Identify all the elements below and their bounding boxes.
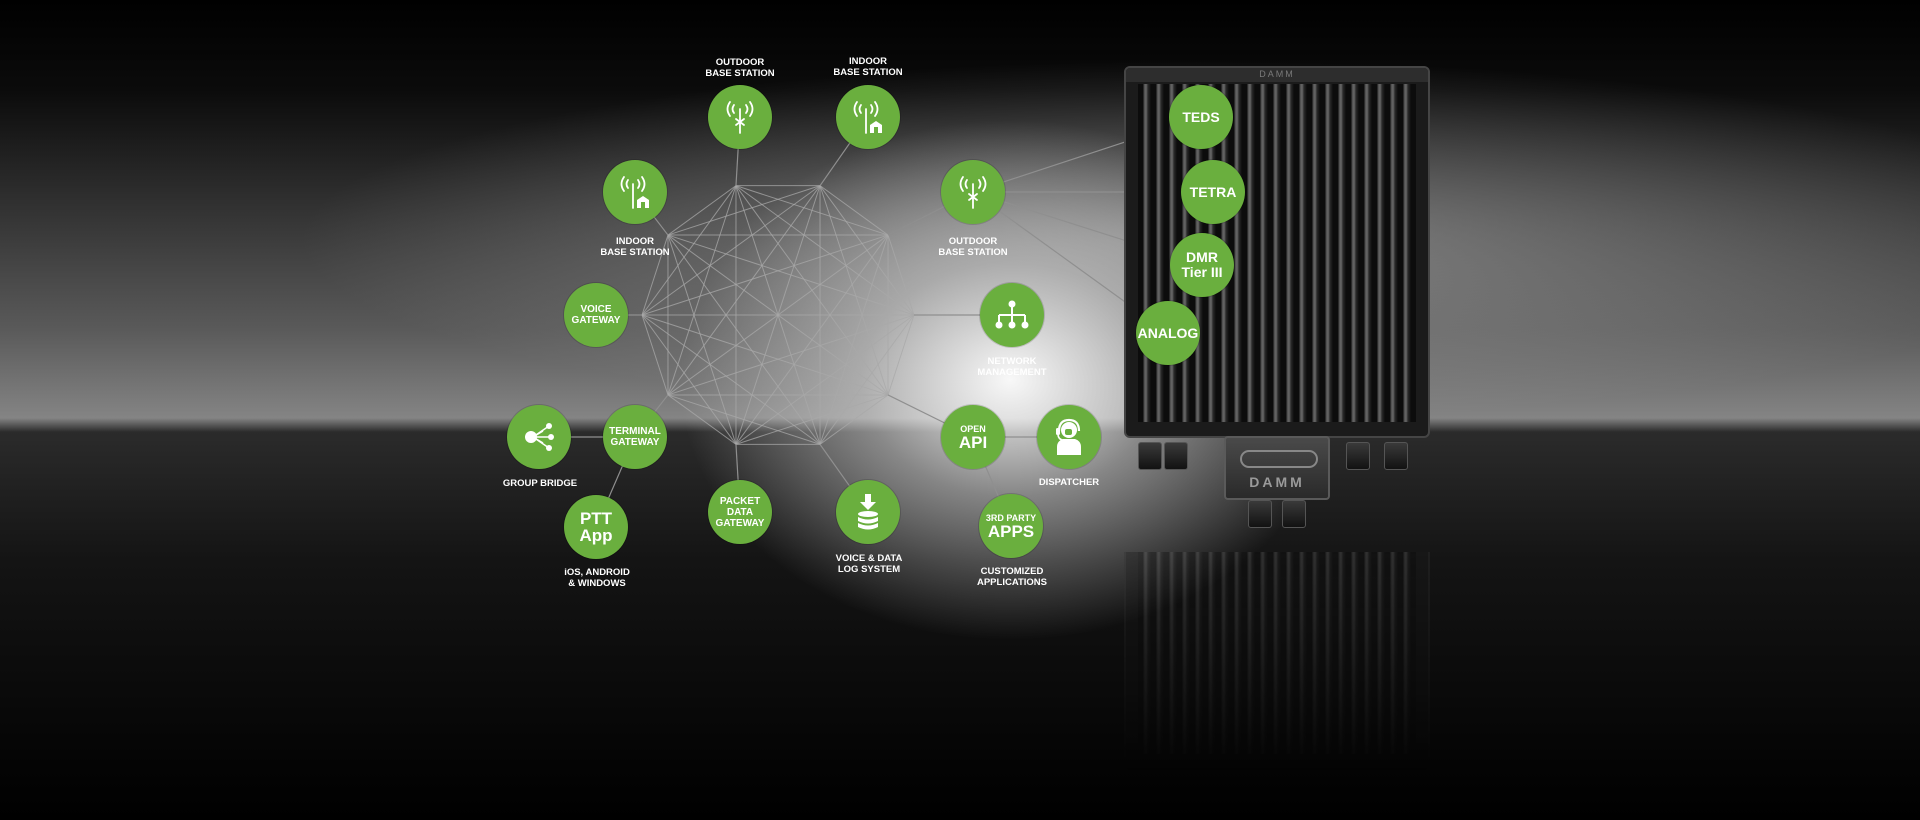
ptt-app-text: PTT App — [579, 509, 613, 545]
third-party-apps-small-text: 3RD PARTY — [985, 512, 1037, 523]
ptt-app-label: iOS, ANDROID & WINDOWS — [564, 567, 630, 589]
mesh-line — [735, 185, 821, 445]
cable-gland — [1282, 500, 1306, 528]
third-party-apps-label: CUSTOMIZED APPLICATIONS — [976, 566, 1048, 588]
mesh-line — [641, 314, 821, 445]
open-api-text: API — [958, 432, 988, 452]
network-management-node — [980, 283, 1044, 347]
third-party-apps-text: APPS — [987, 521, 1035, 541]
antenna-building-icon — [853, 101, 882, 134]
group-bridge-node — [507, 405, 571, 469]
mesh-line — [819, 185, 889, 236]
voice-gateway-text: VOICE GATEWAY — [571, 304, 621, 326]
protocol-tetra-badge: TETRA — [1181, 160, 1245, 224]
indoor-base-station-left-label: INDOOR BASE STATION — [600, 236, 670, 258]
indoor-base-station-top-node — [836, 85, 900, 149]
device-top-plate — [1126, 68, 1428, 82]
voice-data-log-label: VOICE & DATA LOG SYSTEM — [835, 553, 903, 575]
mesh-line — [735, 185, 915, 316]
mesh-network-lines — [641, 185, 915, 445]
protocol-teds-badge: TEDS — [1169, 85, 1233, 149]
protocol-analog-text: ANALOG — [1137, 324, 1199, 341]
mesh-line — [735, 185, 889, 396]
protocol-dmr-badge: DMR Tier III — [1170, 233, 1234, 297]
mesh-line — [641, 185, 737, 316]
protocol-teds-text: TEDS — [1182, 108, 1220, 125]
database-download-icon — [858, 494, 878, 530]
device-top-brand: DAMM — [1259, 69, 1295, 79]
cable-gland — [1164, 442, 1188, 470]
open-api-small-text: OPEN — [960, 423, 986, 434]
mesh-line — [819, 394, 889, 445]
mesh-line — [641, 314, 737, 445]
packet-data-gateway-text: PACKET DATA GATEWAY — [715, 495, 765, 529]
group-bridge-label: GROUP BRIDGE — [502, 478, 578, 489]
open-api-node: OPEN API — [941, 405, 1005, 469]
outdoor-base-station-top-node — [708, 85, 772, 149]
mesh-line — [887, 234, 915, 316]
mesh-line — [667, 185, 737, 236]
network-tree-icon — [995, 300, 1029, 329]
mesh-line — [735, 185, 889, 236]
device-reflection — [1124, 400, 1430, 772]
cable-gland — [1138, 442, 1162, 470]
cable-gland — [1384, 442, 1408, 470]
mesh-line — [819, 234, 889, 445]
mesh-line — [641, 234, 669, 316]
mesh-line — [641, 314, 889, 396]
headset-operator-icon — [1056, 418, 1081, 455]
cable-gland — [1248, 500, 1272, 528]
cable-gland — [1346, 442, 1370, 470]
outdoor-base-station-right-label: OUTDOOR BASE STATION — [938, 236, 1008, 258]
terminal-gateway-node: TERMINAL GATEWAY — [603, 405, 667, 469]
packet-data-gateway-node: PACKET DATA GATEWAY — [708, 480, 772, 544]
terminal-gateway-text: TERMINAL GATEWAY — [609, 426, 661, 448]
ptt-app-node: PTT App — [564, 495, 628, 559]
dispatcher-label: DISPATCHER — [1038, 477, 1100, 488]
network-management-label: NETWORK MANAGEMENT — [977, 356, 1047, 378]
antenna-building-icon — [620, 176, 649, 209]
dispatcher-node — [1037, 405, 1101, 469]
mesh-line — [667, 234, 821, 445]
junction-box: DAMM — [1224, 436, 1330, 500]
mesh-line — [887, 314, 915, 396]
mesh-line — [667, 394, 821, 445]
antenna-tower-icon — [959, 176, 987, 209]
indoor-base-station-top-label: INDOOR BASE STATION — [833, 56, 903, 78]
group-share-icon — [525, 423, 554, 451]
protocol-dmr-text: DMR Tier III — [1181, 249, 1223, 280]
mesh-line — [819, 185, 889, 396]
mesh-line — [735, 314, 915, 445]
antenna-tower-icon — [726, 101, 754, 134]
voice-data-log-node — [836, 480, 900, 544]
mesh-line — [667, 394, 737, 445]
protocol-analog-badge: ANALOG — [1136, 301, 1200, 365]
mesh-line — [667, 234, 737, 445]
junction-brand: DAMM — [1249, 474, 1305, 490]
protocol-tetra-text: TETRA — [1189, 183, 1237, 200]
indoor-base-station-left-node — [603, 160, 667, 224]
voice-gateway-node: VOICE GATEWAY — [564, 283, 628, 347]
mesh-line — [641, 185, 821, 316]
hexagon-logo-mark — [1240, 450, 1318, 468]
third-party-apps-node: 3RD PARTY APPS — [979, 494, 1043, 558]
outdoor-base-station-top-label: OUTDOOR BASE STATION — [705, 57, 775, 79]
outdoor-base-station-right-node — [941, 160, 1005, 224]
mesh-line — [641, 314, 669, 396]
mesh-line — [667, 234, 915, 316]
mesh-line — [667, 185, 737, 396]
